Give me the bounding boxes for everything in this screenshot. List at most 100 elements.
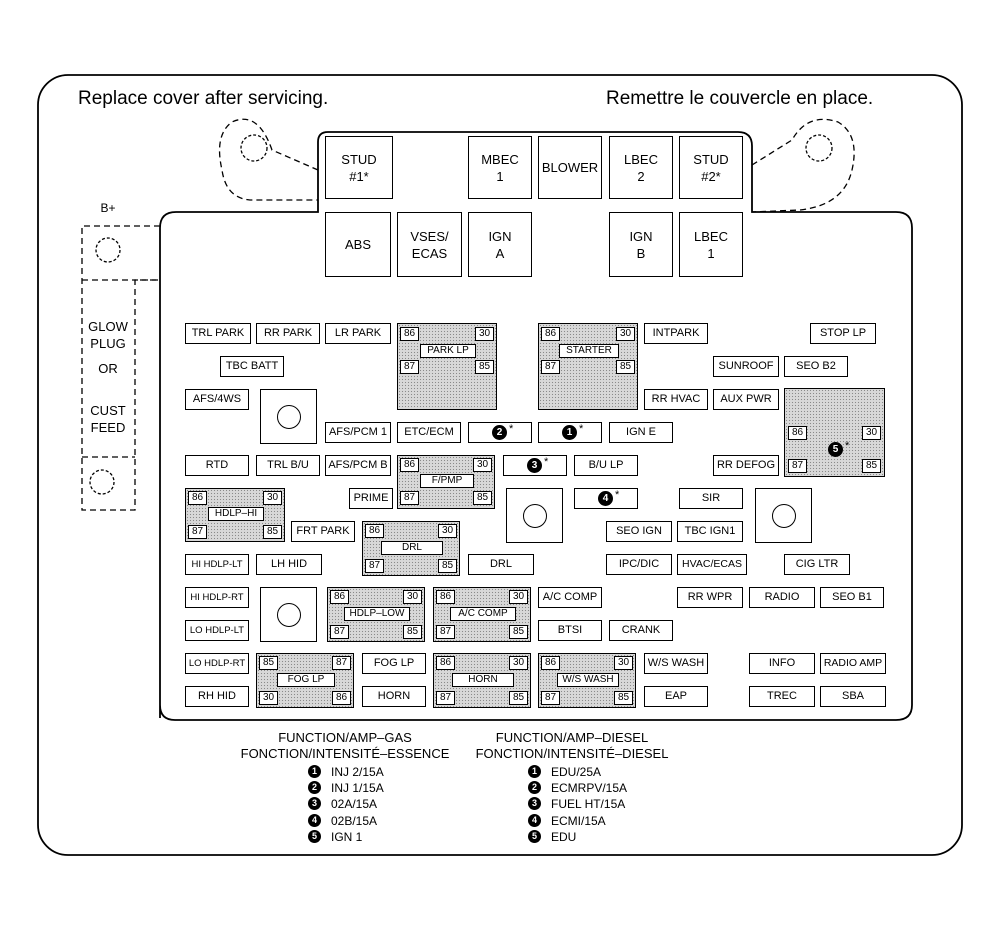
relay-label: A/C COMP	[450, 607, 516, 621]
fuse-seo-ign: SEO IGN	[606, 521, 672, 542]
fuse-sir: SIR	[679, 488, 743, 509]
pin-87: 87	[365, 559, 384, 573]
pin-30: 30	[259, 691, 278, 705]
pin-86: 86	[400, 327, 419, 341]
b-plus-label: B+	[100, 201, 116, 215]
relay-label: DRL	[381, 541, 443, 555]
legend-diesel-item: EDU/25A	[551, 765, 602, 779]
pin-30: 30	[263, 491, 282, 505]
fuse-trec: TREC	[749, 686, 815, 707]
socket-4	[260, 587, 317, 642]
pin-85: 85	[403, 625, 422, 639]
fuse-trl-park: TRL PARK	[185, 323, 251, 344]
relay-label: HDLP–LOW	[344, 607, 410, 621]
fuse-sba: SBA	[820, 686, 886, 707]
fuse-hvac-ecas: HVAC/ECAS	[677, 554, 747, 575]
pin-87: 87	[330, 625, 349, 639]
fuse-abs: ABS	[325, 212, 391, 277]
pin-30: 30	[438, 524, 457, 538]
legend-gas-title: FUNCTION/AMP–GAS	[278, 730, 412, 745]
pin-86: 86	[188, 491, 207, 505]
fuse-ign-b: IGN B	[609, 212, 673, 277]
marker-5: 5	[828, 442, 843, 457]
pin-30: 30	[862, 426, 881, 440]
fuse-prime: PRIME	[349, 488, 393, 509]
pin-87: 87	[332, 656, 351, 670]
legend-gas-item: 02A/15A	[331, 797, 378, 811]
relay-starter: 86 30 STARTER 87 85	[538, 323, 638, 410]
cover-note-french: Remettre le couvercle en place.	[606, 88, 874, 109]
legend-diesel-item: ECMI/15A	[551, 814, 606, 828]
legend-gas-item: INJ 2/15A	[331, 765, 384, 779]
legend-gas-item: INJ 1/15A	[331, 781, 384, 795]
pin-30: 30	[509, 590, 528, 604]
pin-87: 87	[541, 691, 560, 705]
pin-85: 85	[473, 491, 492, 505]
fuse-afs-pcm1: AFS/PCM 1	[325, 422, 391, 443]
relay-drl: 86 30 DRL 87 85	[362, 521, 460, 576]
fuse-fog-lp: FOG LP	[362, 653, 426, 674]
fuse-horn: HORN	[362, 686, 426, 707]
relay-label: F/PMP	[420, 474, 474, 488]
fuse-hi-hdlp-rt: HI HDLP-RT	[185, 587, 249, 608]
fuse-lbec1: LBEC 1	[679, 212, 743, 277]
pin-30: 30	[616, 327, 635, 341]
fuse-lbec2: LBEC 2	[609, 136, 673, 199]
pin-86: 86	[365, 524, 384, 538]
fuse-afs-4ws: AFS/4WS	[185, 389, 249, 410]
fuse-intpark: INTPARK	[644, 323, 708, 344]
fuse-sunroof: SUNROOF	[713, 356, 779, 377]
fuse-hi-hdlp-lt: HI HDLP-LT	[185, 554, 249, 575]
pin-87: 87	[400, 360, 419, 374]
pin-86: 86	[332, 691, 351, 705]
legend-diesel-title: FUNCTION/AMP–DIESEL	[495, 730, 649, 745]
fuse-crank: CRANK	[609, 620, 673, 641]
fuse-lr-park: LR PARK	[325, 323, 391, 344]
socket-2	[506, 488, 563, 543]
relay-horn: 86 30 HORN 87 85	[433, 653, 531, 708]
pin-30: 30	[509, 656, 528, 670]
relay-label: W/S WASH	[557, 673, 619, 687]
fuse-bu-lp: B/U LP	[574, 455, 638, 476]
pin-87: 87	[541, 360, 560, 374]
pin-86: 86	[400, 458, 419, 472]
relay-fog-lp: 85 87 FOG LP 30 86	[256, 653, 354, 708]
relay-label: FOG LP	[277, 673, 335, 687]
relay-hdlp-low: 86 30 HDLP–LOW 87 85	[327, 587, 425, 642]
pin-85: 85	[862, 459, 881, 473]
relay-label: HDLP–HI	[208, 507, 264, 521]
fuse-eap: EAP	[644, 686, 708, 707]
pin-86: 86	[436, 656, 455, 670]
or-label: OR	[98, 361, 118, 376]
marker-2: 2	[492, 425, 507, 440]
legend-marker-2: 2	[528, 781, 541, 794]
fuse-ign-a: IGN A	[468, 212, 532, 277]
marker-3: 3	[527, 458, 542, 473]
legend-diesel-subtitle: FONCTION/INTENSITÉ–DIESEL	[475, 746, 669, 761]
fuse-tbc-ign1: TBC IGN1	[677, 521, 743, 542]
relay-ac-comp: 86 30 A/C COMP 87 85	[433, 587, 531, 642]
fuse-radio: RADIO	[749, 587, 815, 608]
fuse-seo-b2: SEO B2	[784, 356, 848, 377]
pin-30: 30	[473, 458, 492, 472]
relay-park-lp: 86 30 PARK LP 87 85	[397, 323, 497, 410]
fuse-stud2: STUD #2*	[679, 136, 743, 199]
socket-1	[260, 389, 317, 444]
legend-marker-5: 5	[308, 830, 321, 843]
fuse-ipc-dic: IPC/DIC	[606, 554, 672, 575]
legend-gas-item: IGN 1	[331, 830, 363, 844]
relay-ws-wash: 86 30 W/S WASH 87 85	[538, 653, 636, 708]
pin-30: 30	[475, 327, 494, 341]
marker-4-star: *	[615, 489, 620, 501]
pin-85: 85	[438, 559, 457, 573]
fuse-rh-hid: RH HID	[185, 686, 249, 707]
legend-gas-subtitle: FONCTION/INTENSITÉ–ESSENCE	[240, 746, 450, 761]
marker-1-star: *	[579, 423, 584, 435]
pin-85: 85	[263, 525, 282, 539]
relay-hdlp-hi: 86 30 HDLP–HI 87 85	[185, 488, 285, 542]
pin-86: 86	[436, 590, 455, 604]
pin-87: 87	[400, 491, 419, 505]
relay-label: HORN	[452, 673, 514, 687]
legend-gas-item: 02B/15A	[331, 814, 378, 828]
